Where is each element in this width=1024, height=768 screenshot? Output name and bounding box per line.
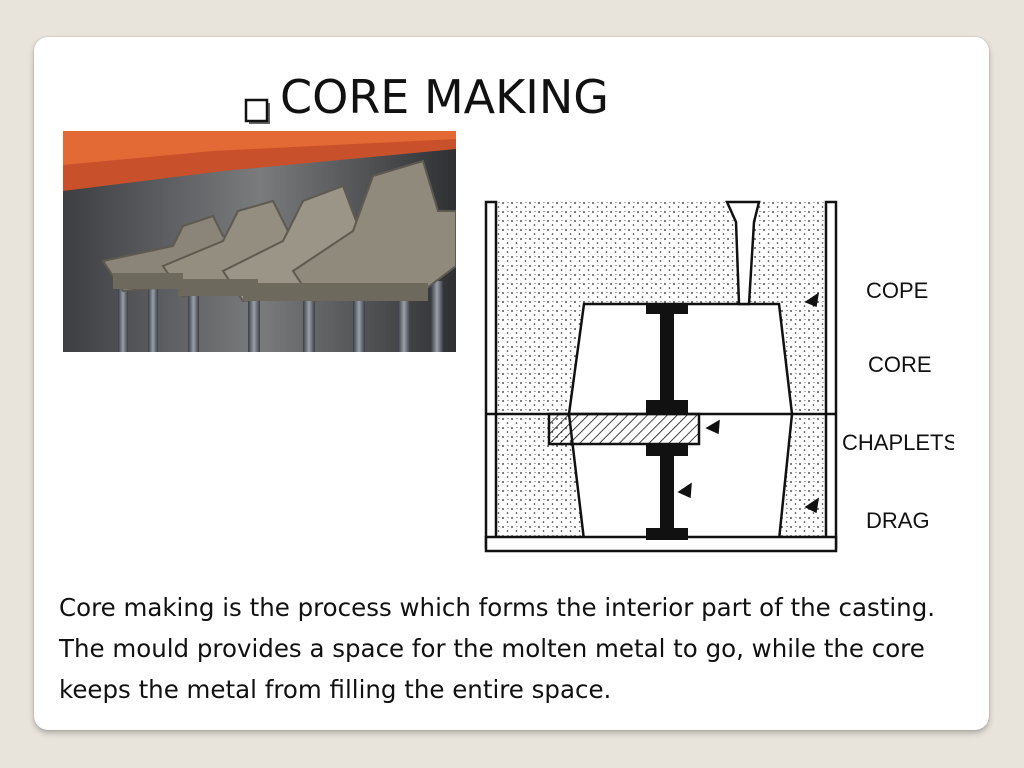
slide-title-text: CORE MAKING xyxy=(280,70,609,124)
slide: CORE MAKING xyxy=(34,37,989,730)
label-cope: COPE xyxy=(866,278,928,303)
label-drag: DRAG xyxy=(866,508,930,533)
mould-core-diagram: COPE CORE CHAPLETS DRAG xyxy=(474,192,958,562)
core-shape xyxy=(547,412,701,446)
core-photo xyxy=(63,131,456,352)
body-paragraph: Core making is the process which forms t… xyxy=(59,593,936,704)
label-core: CORE xyxy=(868,352,932,377)
checkbox-square-icon xyxy=(244,83,272,124)
slide-title: CORE MAKING xyxy=(244,67,609,127)
label-chaplets: CHAPLETS xyxy=(842,430,954,455)
chaplets xyxy=(646,304,688,540)
